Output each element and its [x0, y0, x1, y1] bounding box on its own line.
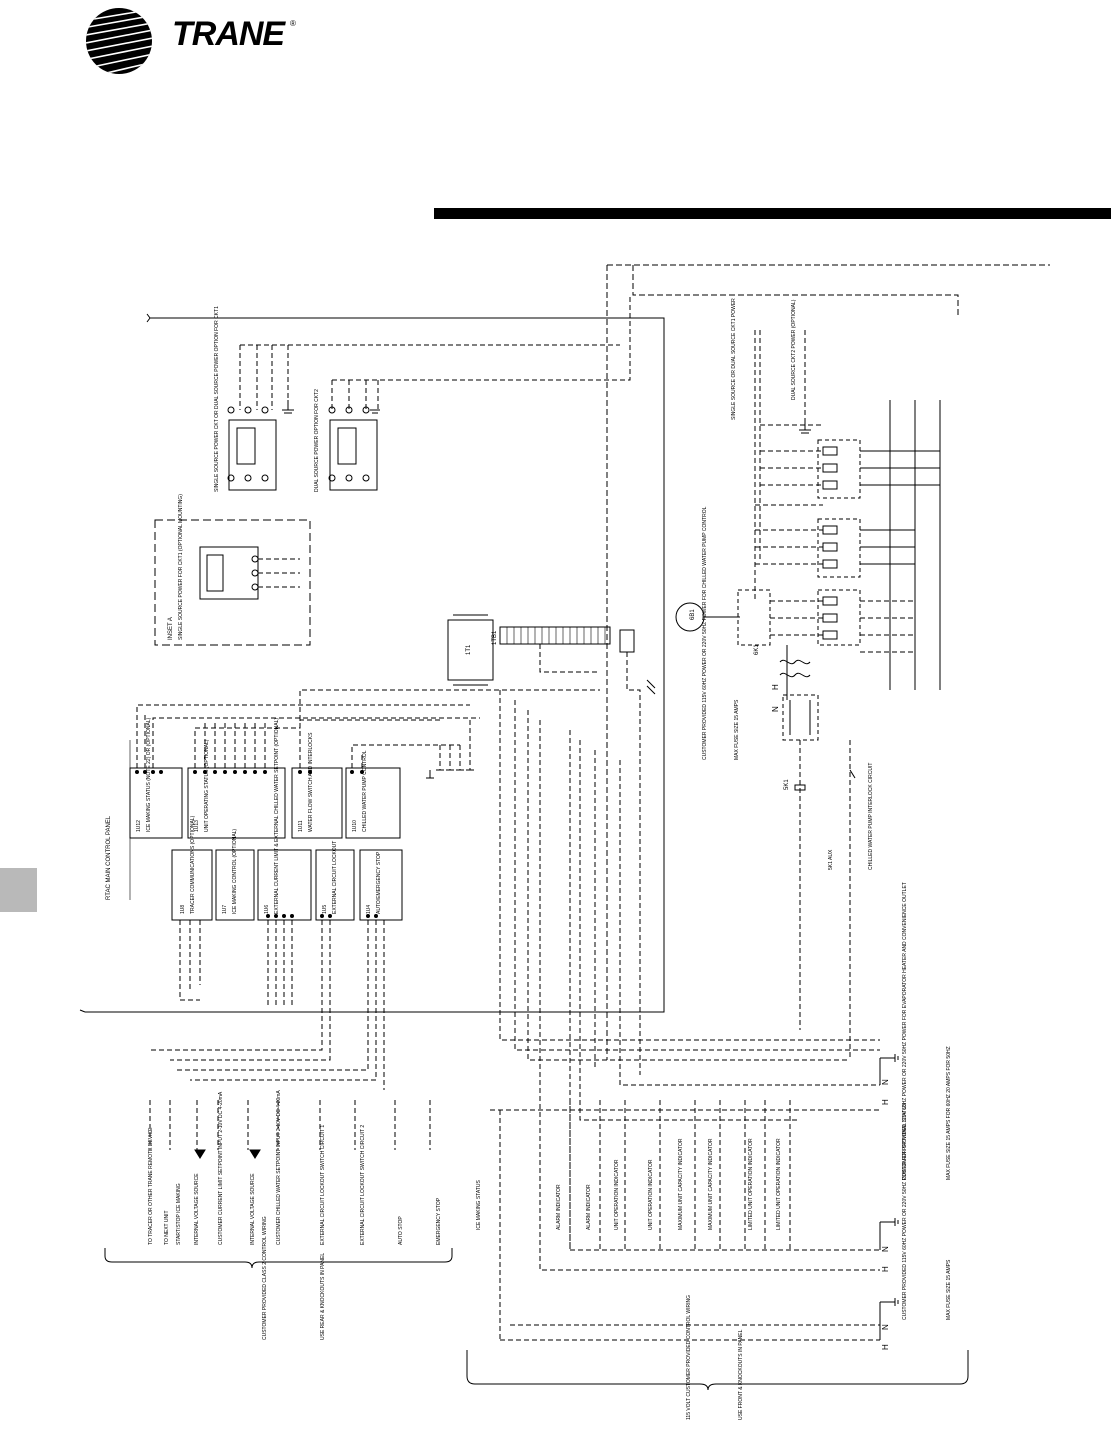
input-7: EXTERNAL CIRCUIT LOCKOUT SWITCH CIRCUIT …	[320, 1125, 326, 1245]
module-1U8-id: 1U8	[180, 905, 186, 914]
single-source-label: SINGLE SOURCE POWER CKT OR DUAL SOURCE P…	[214, 306, 220, 492]
evap-power-note: CUSTOMER PROVIDED 115V 60HZ POWER OR 220…	[902, 882, 908, 1180]
inset-subtitle: SINGLE SOURCE POWER FOR CKT1 (OPTIONAL M…	[178, 494, 184, 640]
input-5: INTERNAL VOLTAGE SOURCE	[250, 1173, 256, 1245]
customer-115v-label: 115 VOLT CUSTOMER PROVIDED CONTROL WIRIN…	[686, 1295, 692, 1420]
indicator-7: LIMITED UNIT OPERATION INDICATOR	[748, 1138, 754, 1230]
module-1U10-label: CHILLED WATER PUMP CONTROL	[362, 750, 368, 832]
indicator-4: UNIT OPERATION INDICATOR	[648, 1159, 654, 1230]
input-4: CUSTOMER CURRENT LIMIT SETPOINT INPUT 2-…	[218, 1091, 224, 1245]
right-dual-label: DUAL SOURCE CKT2 POWER (OPTIONAL)	[791, 299, 797, 400]
module-1U13-label: UNIT OPERATING STATUS (OPTIONAL)	[204, 739, 210, 832]
module-1U7	[215, 849, 255, 921]
input-8: EXTERNAL CIRCUIT LOCKOUT SWITCH CIRCUIT …	[360, 1125, 366, 1245]
module-1U12-label: ICE MAKING STATUS (NOTE 22) OR (OPTIONAL…	[146, 717, 152, 832]
trane-globe-icon	[86, 8, 152, 74]
terminal-n-pump: N	[771, 706, 780, 712]
indicator-0: ICE MAKING STATUS	[476, 1180, 482, 1230]
inset-a	[154, 519, 311, 646]
module-1U8-label: TRACER COMMUNICATIONS (OPTIONAL)	[190, 815, 196, 914]
pump-interlock-note: CHILLED WATER PUMP INTERLOCK CIRCUIT	[868, 763, 874, 870]
pump-fuse-note: MAX FUSE SIZE 15 AMPS	[734, 699, 740, 760]
module-1U5-id: 1U5	[322, 905, 328, 914]
terminal-h-2: H	[881, 1266, 890, 1272]
header-bar	[434, 208, 1111, 219]
module-1U8	[171, 849, 213, 921]
indicator-1: ALARM INDICATOR	[556, 1184, 562, 1230]
inset-title: INSET A	[168, 617, 174, 640]
customer-wiring-note: CUSTOMER PROVIDED CLASS 2 CONTROL WIRING	[262, 1216, 268, 1340]
indicator-5: MAXIMUM UNIT CAPACITY INDICATOR	[678, 1138, 684, 1230]
terminal-h-pump: H	[771, 684, 780, 690]
module-1U5	[315, 849, 355, 921]
module-1U11-id: 1U11	[298, 820, 304, 832]
module-1U11	[291, 767, 343, 839]
input-6: CUSTOMER CHILLED WATER SETPOINT INPUT 2-…	[276, 1090, 282, 1245]
transformer-1T1	[447, 619, 494, 681]
power-block-single	[228, 419, 277, 491]
input-0: TO TRACER OR OTHER TRANE REMOTE DEVICE	[148, 1127, 154, 1245]
module-1U4-label: AUTO/EMERGENCY STOP	[376, 851, 382, 914]
terminal-block-label: 1TB1	[492, 630, 498, 645]
panel-title: RTAC MAIN CONTROL PANEL	[106, 815, 112, 900]
terminal-h-1: H	[881, 1099, 890, 1105]
module-1U7-label: ICE MAKING CONTROL (OPTIONAL)	[232, 829, 238, 914]
motor-label: 6B1	[690, 609, 696, 620]
dashed-feed-top	[632, 265, 959, 315]
module-1U12	[129, 767, 183, 839]
pump-relay-label: 5K1	[784, 779, 790, 790]
input-2: START/STOP ICE MAKING	[176, 1183, 182, 1245]
indicator-3: UNIT OPERATION INDICATOR	[614, 1159, 620, 1230]
brand-registered-mark: ®	[290, 19, 296, 28]
input-10: EMERGENCY STOP	[436, 1197, 442, 1245]
input-1: TO NEXT UNIT	[164, 1210, 170, 1245]
input-3: INTERNAL VOLTAGE SOURCE	[194, 1173, 200, 1245]
module-1U7-id: 1U7	[222, 905, 228, 914]
module-1U5-label: EXTERNAL CIRCUIT LOCKOUT	[332, 841, 338, 914]
trane-logo: TRANE ®	[84, 5, 314, 75]
pump-aux-label: 5K1 AUX	[828, 849, 834, 870]
indicator-6: MAXIMUM UNIT CAPACITY INDICATOR	[708, 1138, 714, 1230]
transformer-label: 1T1	[466, 644, 472, 655]
module-1U6-label: EXTERNAL CURRENT LIMIT & EXTERNAL CHILLE…	[274, 718, 280, 914]
module-1U6-id: 1U6	[264, 905, 270, 914]
terminal-n-2: N	[881, 1246, 890, 1252]
module-1U10-id: 1U10	[352, 820, 358, 832]
module-1U4	[359, 849, 403, 921]
module-1U10	[345, 767, 401, 839]
module-1U12-id: 1U12	[136, 820, 142, 832]
module-1U13	[187, 767, 286, 839]
power-block-dual	[329, 419, 378, 491]
low-voltage-note: USE REAR & KNOCKOUTS IN PANEL	[320, 1253, 326, 1340]
contactor-label: 6K1	[754, 644, 760, 655]
customer-115v-note: USE FRONT & KNOCKOUTS IN PANEL	[738, 1329, 744, 1420]
pump-power-note: CUSTOMER PROVIDED 115V 60HZ POWER OR 220…	[702, 506, 708, 760]
right-single-label: SINGLE SOURCE OR DUAL SOURCE CKT1 POWER	[731, 298, 737, 420]
status-fuse-note: MAX FUSE SIZE 15 AMPS	[946, 1259, 952, 1320]
indicator-8: LIMITED UNIT OPERATION INDICATOR	[776, 1138, 782, 1230]
terminal-n-1: N	[881, 1079, 890, 1085]
brand-name: TRANE	[172, 15, 285, 53]
terminal-strip	[499, 626, 611, 645]
main-ground-line	[85, 317, 665, 1013]
module-1U4-id: 1U4	[366, 905, 372, 914]
dual-source-label: DUAL SOURCE POWER OPTION FOR CKT2	[314, 389, 320, 492]
module-1U11-label: WATER FLOW SWITCH AND INTERLOCKS	[308, 732, 314, 832]
terminal-n-3: N	[881, 1324, 890, 1330]
evap-fuse-note: MAX FUSE SIZE 15 AMPS FOR 60HZ 20 AMPS F…	[946, 1046, 952, 1180]
terminal-h-3: H	[881, 1344, 890, 1350]
indicator-2: ALARM INDICATOR	[586, 1184, 592, 1230]
section-tab	[0, 868, 37, 912]
status-power-note: CUSTOMER PROVIDED 115V 60HZ POWER OR 220…	[902, 1102, 908, 1320]
input-9: AUTO STOP	[398, 1216, 404, 1245]
module-1U13-id: 1U13	[194, 820, 200, 832]
